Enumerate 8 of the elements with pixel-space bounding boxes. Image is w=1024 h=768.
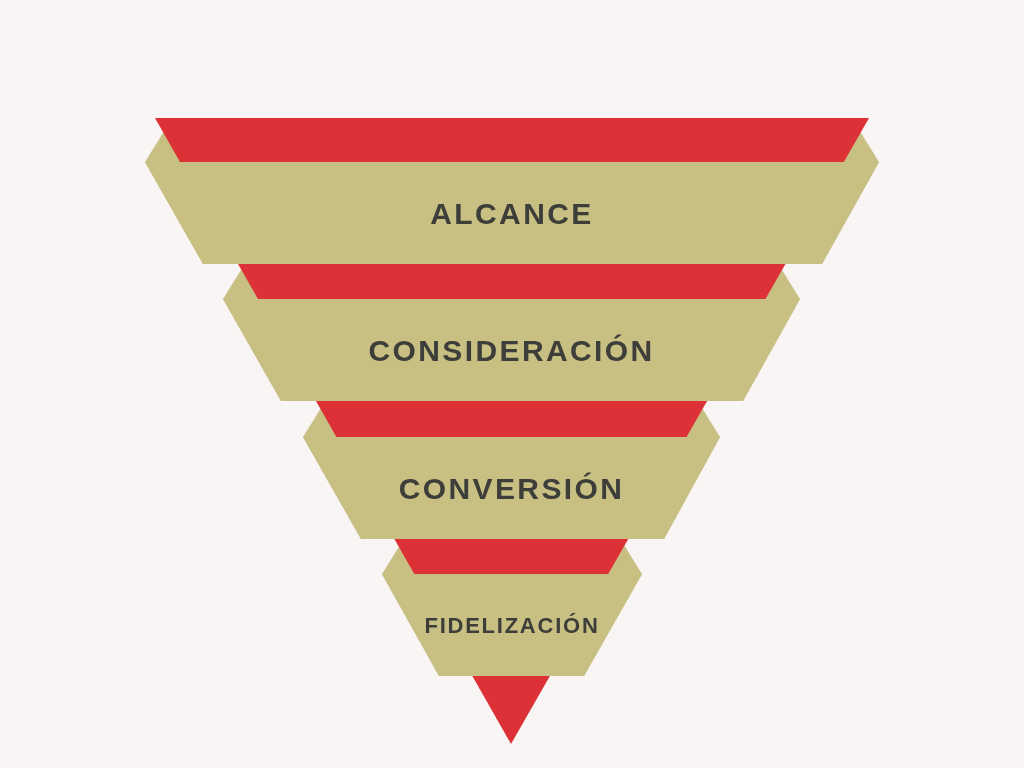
funnel-band bbox=[382, 574, 642, 676]
stage-label: CONVERSIÓN bbox=[398, 470, 625, 507]
funnel-band bbox=[223, 299, 800, 401]
stage-label: ALCANCE bbox=[430, 195, 594, 232]
funnel-band bbox=[303, 437, 720, 539]
stage-label: FIDELIZACIÓN bbox=[424, 611, 600, 640]
funnel-band bbox=[145, 162, 879, 264]
stage-label: CONSIDERACIÓN bbox=[368, 332, 655, 369]
